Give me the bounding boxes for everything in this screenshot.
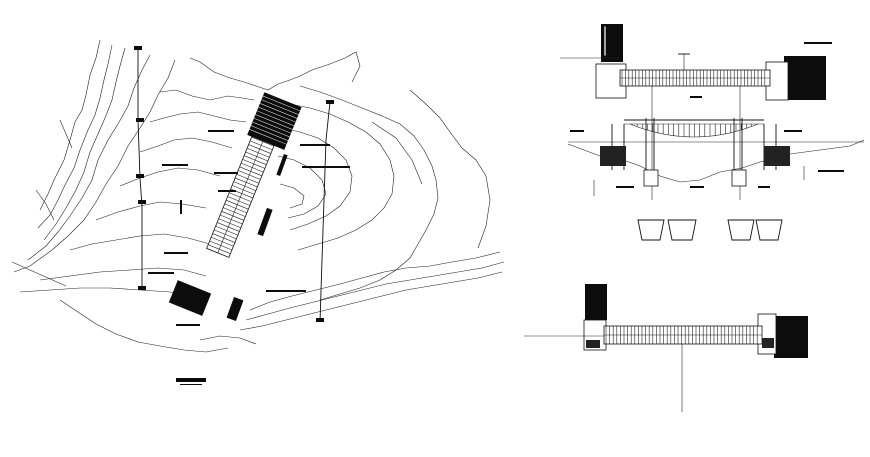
plan-pier-marker bbox=[257, 207, 273, 237]
abutment-hatch-line bbox=[258, 106, 296, 123]
abutment-details bbox=[637, 219, 783, 241]
abutment-hatch-line bbox=[256, 110, 295, 127]
elevation-hangers bbox=[631, 124, 758, 137]
plan-abutment-north bbox=[247, 92, 302, 150]
abutment-hatch-line bbox=[261, 99, 299, 115]
abutment-hatch-line bbox=[249, 129, 287, 145]
plan-bridge bbox=[206, 118, 282, 258]
abutment-hatch-line bbox=[262, 95, 301, 112]
bridge-deck-plan bbox=[524, 284, 808, 412]
abutment-hatch-line bbox=[252, 121, 290, 138]
section-lines bbox=[134, 46, 334, 323]
bridge-elevation bbox=[567, 118, 865, 196]
abutment-hatch-line bbox=[255, 114, 293, 130]
abutment-hatch-line bbox=[250, 125, 289, 141]
plan-abutment-south bbox=[168, 280, 212, 316]
abutment-hatch-line bbox=[253, 117, 292, 134]
abutment-hatch-line bbox=[259, 103, 298, 119]
bridge-top-plan bbox=[560, 24, 832, 200]
site-plan bbox=[11, 39, 505, 385]
abutment-hatch bbox=[249, 95, 301, 145]
plan-wingwall bbox=[226, 296, 244, 322]
contour-lines bbox=[11, 39, 505, 353]
plan-pier-marker bbox=[276, 153, 288, 177]
plan-annotations bbox=[148, 130, 350, 385]
